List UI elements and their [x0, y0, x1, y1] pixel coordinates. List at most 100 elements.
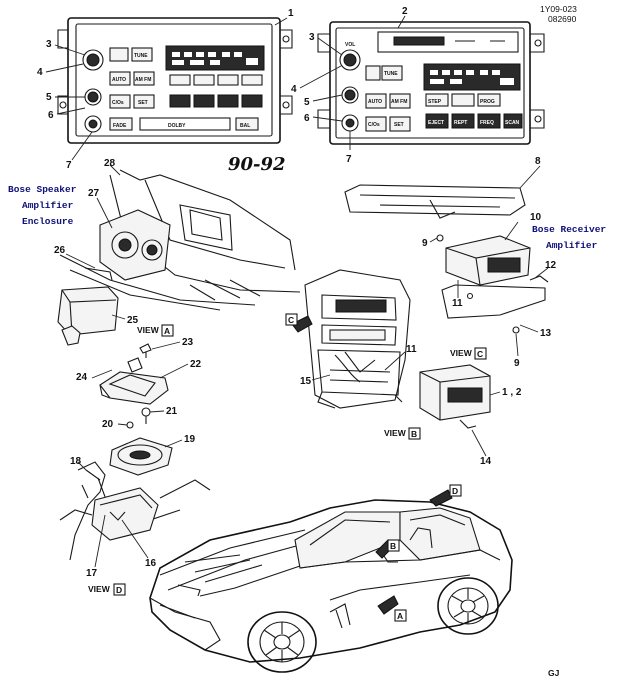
view-d-arrow [429, 489, 453, 507]
item-5-label: 5 [46, 92, 52, 103]
item-1-label: 1 [288, 8, 294, 19]
item-8-label: 8 [535, 156, 541, 167]
volume-knob-2 [339, 49, 361, 71]
step-button-label: STEP [428, 99, 442, 105]
set-button-label: SET [138, 100, 148, 106]
view-d-letter: D [116, 585, 122, 595]
auto-button-label-2: AUTO [368, 99, 382, 105]
diagram-code: 1Y09-023 [540, 4, 577, 14]
view-a-letter: A [164, 326, 170, 336]
item-19-label: 19 [184, 434, 196, 445]
item-11-label: 11 [406, 344, 417, 355]
fade-button-label: FADE [113, 123, 127, 129]
radio-unit-1: TUNE AUTO AM FM C/Os SET FADE DOLBY [57, 17, 293, 144]
arrow-c-letter: C [288, 315, 294, 325]
amfm-button-label: AM FM [135, 77, 151, 83]
vol-label: VOL [345, 42, 355, 48]
freq-button-label: FREQ [480, 120, 494, 126]
speaker-enclosure-area [57, 169, 301, 336]
rear-speaker-area [59, 461, 211, 561]
view-b-prefix: VIEW [384, 428, 407, 438]
amplifier-bracket-area [344, 184, 549, 334]
item-9a-label: 9 [422, 238, 428, 249]
item-25-label: 25 [127, 315, 139, 326]
item-23-label: 23 [182, 337, 194, 348]
item-7b-label: 7 [346, 154, 352, 165]
item-6-label: 6 [48, 110, 54, 121]
view-c-prefix: VIEW [450, 348, 473, 358]
item-21-label: 21 [166, 406, 178, 417]
view-a-arrow [377, 595, 399, 615]
bose-speaker-line-1: Bose Speaker [8, 184, 77, 195]
fader-knob [84, 115, 102, 133]
front-wheel [247, 611, 317, 673]
item-28-label: 28 [104, 158, 116, 169]
item-26-label: 26 [54, 245, 66, 256]
arrow-a-letter: A [397, 611, 403, 621]
item-14-label: 14 [480, 456, 492, 467]
item-10-label: 10 [530, 212, 542, 223]
item-7-label: 7 [66, 160, 72, 171]
bose-receiver-line-1: Bose Receiver [532, 224, 606, 235]
item-18-label: 18 [70, 456, 82, 467]
view-c-letter: C [477, 349, 483, 359]
item-24-label: 24 [76, 372, 88, 383]
amfm-button-label-2: AM FM [391, 99, 407, 105]
rear-wheel [437, 577, 499, 635]
set-button-label-2: SET [394, 122, 404, 128]
arrow-b-letter: B [390, 541, 396, 551]
item-6b-label: 6 [304, 113, 310, 124]
radio-unit-2: VOL TUNE AUTO AM FM C/Os SET STEP PROG [317, 21, 545, 145]
cos-button-label-2: C/Os [368, 122, 380, 128]
auto-button-label: AUTO [112, 77, 126, 83]
receiver-box [419, 364, 491, 429]
bose-speaker-line-3: Enclosure [22, 216, 74, 227]
cos-button-label: C/Os [112, 100, 124, 106]
model-years: 90-92 [228, 154, 286, 175]
bose-receiver-callout: Bose Receiver Amplifier [532, 224, 606, 251]
speaker-bracket [99, 357, 169, 405]
console-assembly [304, 269, 411, 409]
tune-button-label: TUNE [134, 53, 148, 59]
item-3-label: 3 [46, 39, 52, 50]
view-d-prefix: VIEW [88, 584, 111, 594]
item-12-label: 12 [545, 260, 557, 271]
eject-button-label: EJECT [428, 120, 444, 126]
item-15-label: 15 [300, 376, 312, 387]
speaker-unit [109, 437, 173, 476]
item-27-label: 27 [88, 188, 100, 199]
arrow-d-letter: D [452, 486, 458, 496]
item-22-label: 22 [190, 359, 202, 370]
radio-display-2 [423, 63, 521, 91]
tune-button-label-2: TUNE [384, 71, 398, 77]
item-5b-label: 5 [304, 97, 310, 108]
item-2-label: 2 [402, 6, 408, 17]
item-4b-label: 4 [291, 84, 297, 95]
fastener-parts [61, 325, 152, 358]
item-13-label: 13 [540, 328, 552, 339]
view-b-letter: B [411, 429, 417, 439]
scan-button-label: SCAN [505, 120, 520, 126]
tape-slot [139, 117, 231, 131]
bose-receiver-line-2: Amplifier [546, 240, 598, 251]
item-16-label: 16 [145, 558, 157, 569]
screw-parts [126, 407, 151, 429]
corvette-car [149, 499, 513, 673]
item-4-label: 4 [37, 67, 43, 78]
rept-button-label: REPT [454, 120, 467, 126]
bose-speaker-callout: Bose Speaker Amplifier Enclosure [8, 184, 77, 227]
item-9b-label: 9 [514, 358, 520, 369]
bal-button-label: BAL [240, 123, 250, 129]
tape-slot-label: DOLBY [168, 123, 186, 129]
item-17-label: 17 [86, 568, 98, 579]
prog-button-label: PROG [480, 99, 495, 105]
volume-knob [82, 49, 104, 71]
bose-speaker-line-2: Amplifier [22, 200, 74, 211]
item-1-2-label: 1 , 2 [502, 387, 522, 398]
item-3b-label: 3 [309, 32, 315, 43]
item-11b-label: 11 [452, 298, 463, 309]
corner-mark: GJ [548, 668, 560, 678]
item-20-label: 20 [102, 419, 114, 430]
view-a-prefix: VIEW [137, 325, 160, 335]
